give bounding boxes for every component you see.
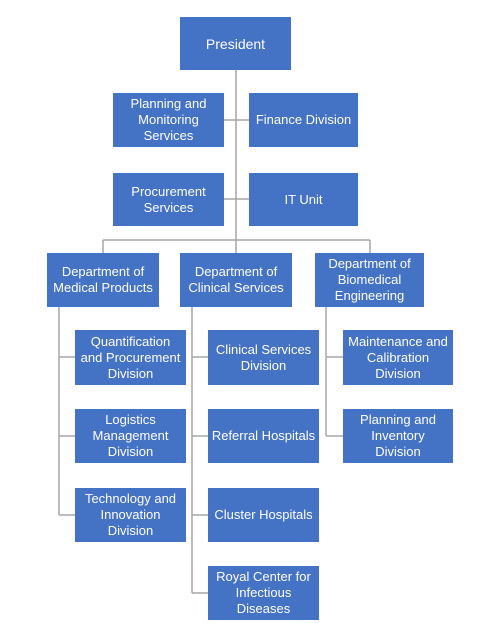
node-president: President [180, 17, 291, 70]
node-finance-division: Finance Division [249, 93, 358, 147]
node-procurement-services: Procurement Services [113, 173, 224, 226]
node-quantification-procurement-division: Quantification and Procurement Division [75, 330, 186, 385]
node-department-medical-products: Department of Medical Products [47, 253, 159, 307]
node-department-clinical-services: Department of Clinical Services [180, 253, 292, 307]
node-maintenance-calibration-division: Maintenance and Calibration Division [343, 330, 453, 385]
node-logistics-management-division: Logistics Management Division [75, 409, 186, 463]
node-technology-innovation-division: Technology and Innovation Division [75, 488, 186, 542]
node-referral-hospitals: Referral Hospitals [208, 409, 319, 463]
node-cluster-hospitals: Cluster Hospitals [208, 488, 319, 542]
node-clinical-services-division: Clinical Services Division [208, 330, 319, 385]
node-royal-center-infectious-diseases: Royal Center for Infectious Diseases [208, 566, 319, 620]
node-department-biomedical-engineering: Department of Biomedical Engineering [315, 253, 424, 307]
node-planning-inventory-division: Planning and Inventory Division [343, 409, 453, 463]
node-planning-monitoring-services: Planning and Monitoring Services [113, 93, 224, 147]
node-it-unit: IT Unit [249, 173, 358, 226]
